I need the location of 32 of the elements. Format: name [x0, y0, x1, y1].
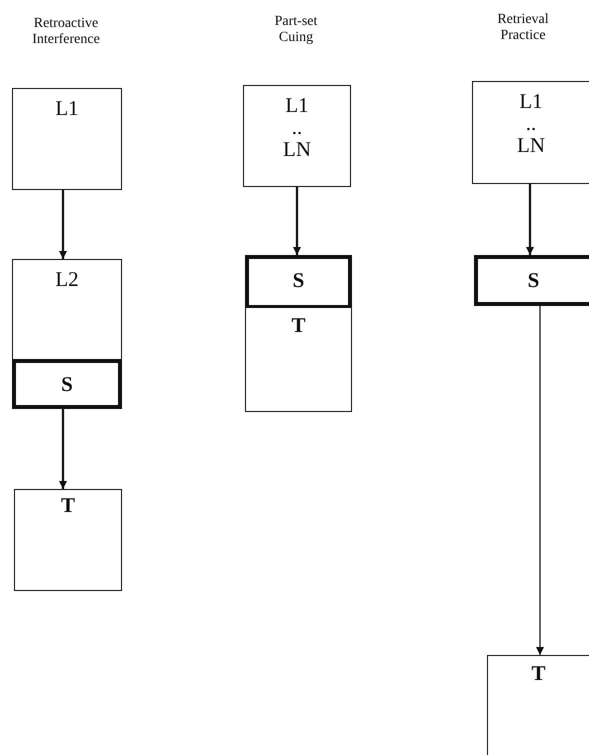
box-label: T [531, 660, 546, 686]
box-label: .. [292, 118, 302, 136]
box-label: L1 [285, 92, 309, 118]
column-heading: Part-set Cuing [274, 14, 318, 46]
box-label: .. [526, 114, 536, 132]
box-label: L1 [55, 95, 79, 121]
list-box [12, 259, 122, 361]
list-box [12, 88, 122, 190]
box-label: T [291, 312, 306, 338]
arrow [536, 306, 544, 655]
arrow [59, 190, 67, 259]
arrow [293, 187, 301, 255]
column-heading: Retrieval Practice [496, 12, 550, 44]
list-box [472, 81, 589, 184]
cue-box [245, 255, 352, 309]
box-label: S [292, 267, 304, 293]
cue-box [12, 359, 122, 409]
list-box [245, 307, 352, 412]
arrow [59, 409, 67, 489]
box-label: T [60, 492, 75, 518]
box-label: LN [283, 136, 311, 162]
column-heading: Retroactive Interference [31, 16, 101, 48]
arrow [526, 184, 534, 255]
list-box [14, 489, 122, 591]
box-label: L2 [55, 266, 79, 292]
list-box [243, 85, 351, 187]
box-label: S [61, 371, 73, 397]
box-label: L1 [519, 88, 543, 114]
box-label: S [528, 267, 540, 293]
list-box [487, 655, 589, 755]
box-label: LN [517, 132, 545, 158]
cue-box [474, 255, 589, 306]
